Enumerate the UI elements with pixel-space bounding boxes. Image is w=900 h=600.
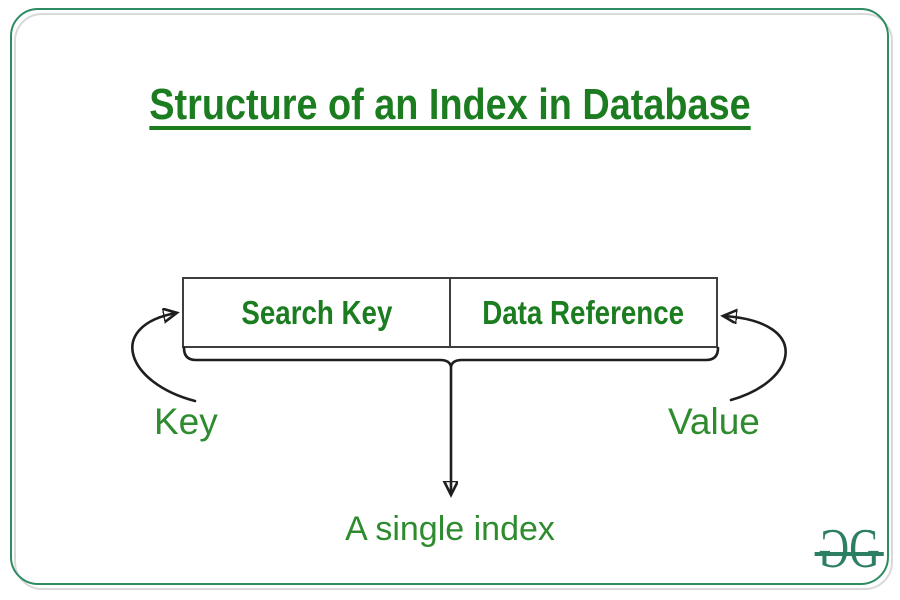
search-key-cell: Search Key [184,279,451,346]
card-border [10,8,889,585]
card-shadow-border [14,13,893,590]
single-index-annotation: A single index [345,510,555,548]
logo-crossbar [814,552,884,556]
index-record-table: Search Key Data Reference [182,277,718,348]
logo-g-mirrored: G [818,518,850,580]
data-reference-cell-label: Data Reference [482,293,685,331]
page-title: Structure of an Index in Database [149,80,751,129]
logo-g: G [849,518,880,580]
key-annotation: Key [154,401,218,442]
search-key-cell-label: Search Key [240,293,393,331]
value-annotation: Value [668,401,760,442]
geeksforgeeks-logo: GG [814,518,884,580]
data-reference-cell: Data Reference [451,279,716,346]
